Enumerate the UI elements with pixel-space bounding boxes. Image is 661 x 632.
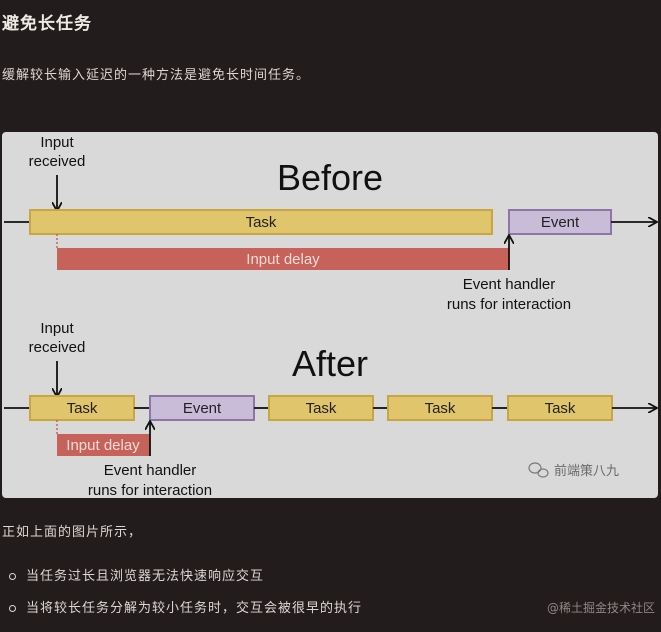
before-task-label: Task <box>246 214 277 231</box>
figure-caption-text: 正如上面的图片所示， <box>2 525 143 540</box>
before-handler-note-line1: Event handler <box>463 276 556 293</box>
before-input-received-line1: Input <box>40 134 74 151</box>
after-task-label-1: Task <box>67 400 98 417</box>
before-handler-note-line2: runs for interaction <box>447 296 571 313</box>
long-task-figure: Before Input received Task Event Input d… <box>2 132 658 498</box>
after-input-received-line1: Input <box>40 320 74 337</box>
after-input-received-line2: received <box>29 339 86 356</box>
after-input-delay-label: Input delay <box>66 437 140 454</box>
list-item-text: 当将较长任务分解为较小任务时，交互会被很早的执行 <box>26 601 363 616</box>
section-heading: 避免长任务 <box>2 14 92 34</box>
list-item-text: 当任务过长且浏览器无法快速响应交互 <box>26 569 265 584</box>
intro-paragraph: 缓解较长输入延迟的一种方法是避免长时间任务。 <box>2 68 311 83</box>
before-event-label: Event <box>541 214 580 231</box>
bullet-list: 当任务过长且浏览器无法快速响应交互 当将较长任务分解为较小任务时，交互会被很早的… <box>8 568 362 632</box>
after-handler-note-line2: runs for interaction <box>88 482 212 498</box>
site-watermark: @稀土掘金技术社区 <box>546 601 655 615</box>
after-task-label-2: Task <box>306 400 337 417</box>
after-title: After <box>292 343 368 384</box>
timeline-diagram: Before Input received Task Event Input d… <box>4 134 658 498</box>
before-input-delay-label: Input delay <box>246 251 320 268</box>
before-input-received-line2: received <box>29 153 86 170</box>
after-input-delay-bar <box>57 434 150 456</box>
before-task-block <box>29 209 493 235</box>
after-event-label: Event <box>183 400 222 417</box>
bullet-icon <box>9 605 16 612</box>
figure-watermark: 前端策八九 <box>554 463 619 478</box>
after-task-block-1 <box>29 395 135 421</box>
bullet-icon <box>9 573 16 580</box>
after-handler-note-line1: Event handler <box>104 462 197 479</box>
list-item: 当任务过长且浏览器无法快速响应交互 <box>8 568 362 600</box>
list-item: 当将较长任务分解为较小任务时，交互会被很早的执行 <box>8 600 362 632</box>
after-task-label-4: Task <box>545 400 576 417</box>
before-input-delay-bar <box>57 248 509 270</box>
before-title: Before <box>277 157 383 198</box>
wechat-icon <box>528 462 549 478</box>
after-task-block-3 <box>387 395 493 421</box>
after-task-label-3: Task <box>425 400 456 417</box>
